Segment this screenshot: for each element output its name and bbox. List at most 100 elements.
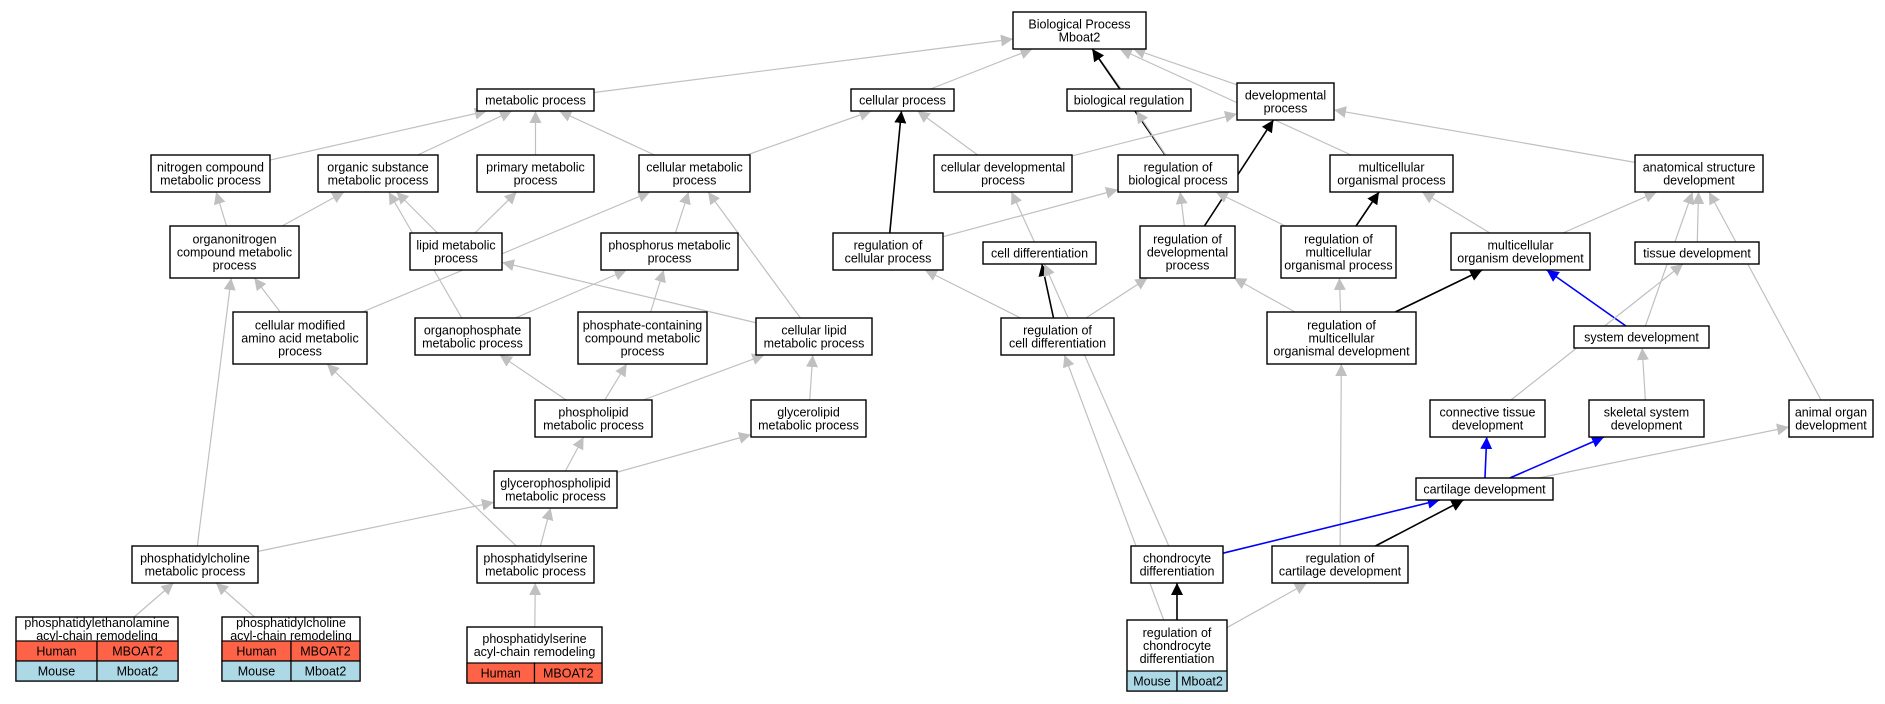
node-label-line: cartilage development: [1279, 565, 1402, 579]
edge-regmultidev-to-regmultiorg: [1333, 277, 1346, 313]
go-node-cartdev[interactable]: cartilage development: [1415, 477, 1554, 501]
node-label-line: tissue development: [1643, 247, 1751, 261]
node-box: [1000, 317, 1115, 356]
node-box: [150, 154, 271, 193]
edge-celldev-to-cellular: [917, 110, 979, 156]
edge-devproc-to-bp: [1132, 47, 1238, 86]
go-node-bioreg[interactable]: biological regulation: [1066, 88, 1192, 112]
go-node-tissue[interactable]: tissue development: [1634, 241, 1760, 265]
edge-metabolic-to-bp: [593, 34, 1014, 94]
gene-label: Mboat2: [117, 665, 159, 679]
node-label-line: biological process: [1128, 174, 1227, 188]
node-label-line: development: [1611, 419, 1683, 433]
node-label-line: organismal process: [1337, 174, 1445, 188]
node-box: [638, 154, 751, 193]
node-box: [1130, 545, 1224, 584]
node-label-line: regulation of: [1306, 552, 1375, 566]
edge-regcart-to-regmultidev: [1335, 363, 1348, 547]
edge-animalorgan-to-anatdev: [1708, 191, 1822, 401]
edge-regcelldiff-to-regdev: [1085, 277, 1148, 319]
node-label-line: regulation of: [1153, 233, 1222, 247]
node-label-line: amino acid metabolic: [241, 332, 358, 346]
edge-pcmetab-to-glycerophos: [257, 498, 495, 552]
node-box: [232, 311, 368, 365]
node-label-line: development: [1795, 419, 1867, 433]
node-label-line: cellular process: [845, 252, 932, 266]
edge-lipid-to-organic: [396, 191, 438, 234]
node-label-line: phosphatidylcholine: [236, 616, 346, 630]
species-label: Human: [481, 667, 521, 681]
node-label-line: organonitrogen: [192, 233, 276, 247]
edge-pcremodel-to-pcmetab: [215, 582, 256, 618]
node-box: [1266, 311, 1417, 365]
node-box: [832, 232, 944, 271]
node-label-line: chondrocyte: [1143, 552, 1211, 566]
node-label-line: metabolic process: [505, 490, 606, 504]
species-label: Mouse: [238, 665, 276, 679]
edge-glycerophos-to-phospholipid: [564, 436, 585, 472]
node-label-line: metabolic process: [145, 565, 246, 579]
go-node-celldiff[interactable]: cell differentiation: [982, 241, 1097, 265]
go-node-cellular[interactable]: cellular process: [850, 88, 955, 112]
edge-glycerophos-to-glycerolipid: [616, 432, 752, 473]
go-node-regchondiff[interactable]: regulation ofchondrocytedifferentiationM…: [1126, 619, 1228, 692]
edge-organic-to-metabolic: [417, 110, 513, 156]
edge-chondiff-to-cartdev: [1222, 497, 1440, 554]
node-box: [476, 154, 595, 193]
edge-anatdev-to-devproc: [1333, 106, 1636, 163]
go-node-sysdev[interactable]: system development: [1573, 325, 1710, 349]
node-box: [600, 232, 739, 271]
edge-multiorg-to-bp: [1119, 48, 1352, 156]
node-label-line: process: [648, 252, 692, 266]
node-label-line: metabolic process: [764, 337, 865, 351]
gene-cell: [96, 660, 179, 682]
node-box: [317, 154, 439, 193]
node-box: [1280, 225, 1397, 279]
edge-glycerolipid-to-celllipid: [805, 354, 818, 401]
edge-cellmod-to-cellmetab: [362, 191, 651, 313]
node-box: [1788, 399, 1874, 438]
node-label-line: regulation of: [1304, 233, 1373, 247]
node-label-line: compound metabolic: [585, 332, 700, 346]
node-label-line: multicellular: [1309, 332, 1375, 346]
go-node-metabolic[interactable]: metabolic process: [476, 88, 595, 112]
node-label-line: phosphatidylserine: [483, 552, 587, 566]
